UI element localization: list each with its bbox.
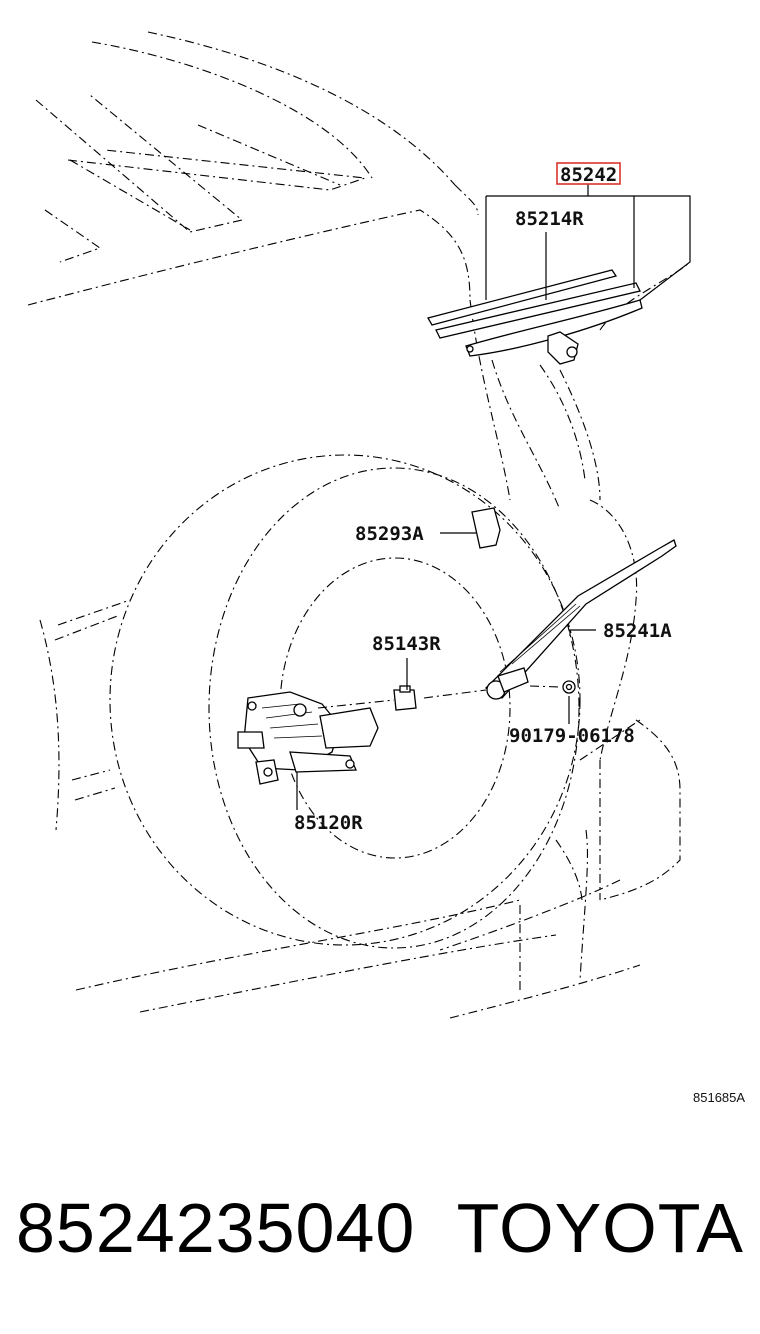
vehicle-outline xyxy=(27,31,691,1019)
brand-name: TOYOTA xyxy=(456,1189,744,1267)
figure-reference: 851685A xyxy=(693,1090,745,1105)
wiper-arm xyxy=(484,539,677,700)
label-85293A: 85293A xyxy=(355,523,424,545)
label-85120R: 85120R xyxy=(294,812,363,834)
pivot-part xyxy=(393,685,417,711)
wiper-motor xyxy=(237,691,379,785)
wiper-blade xyxy=(427,269,643,365)
cap-part xyxy=(471,507,501,549)
spare-tire xyxy=(109,454,581,949)
highlight-box xyxy=(556,162,621,185)
part-number: 8524235040 xyxy=(16,1189,416,1267)
label-85214R: 85214R xyxy=(515,208,584,230)
label-85241A: 85241A xyxy=(603,620,672,642)
label-85143R: 85143R xyxy=(372,633,441,655)
label-85242: 85242 xyxy=(560,164,617,186)
nut-part xyxy=(562,680,576,694)
leader-lines xyxy=(296,184,691,810)
footer: 8524235040 TOYOTA xyxy=(14,1188,746,1278)
label-90179-06178: 90179-06178 xyxy=(509,725,635,747)
assembly-axis xyxy=(317,685,561,709)
